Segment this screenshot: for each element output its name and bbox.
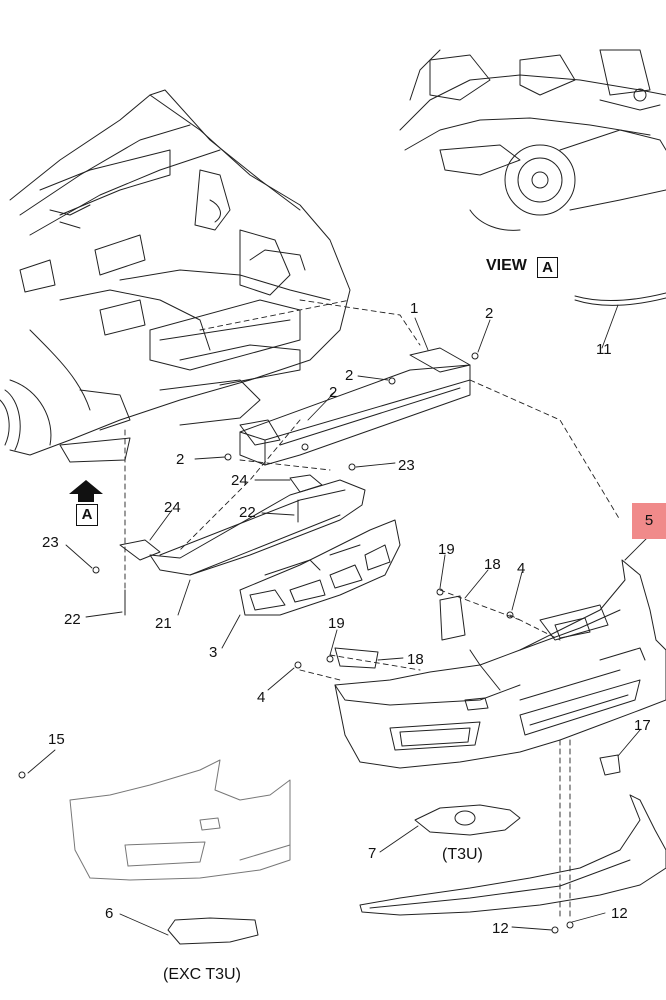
- view-a-inset: [399, 49, 666, 231]
- caption-t3u: (T3U): [442, 846, 483, 863]
- exc-t3u-fascia: [69, 759, 291, 881]
- callout-6: 6: [105, 905, 113, 922]
- view-label: VIEW: [486, 257, 527, 274]
- callout-5-highlight: [632, 503, 666, 539]
- callout-17: 17: [634, 717, 651, 734]
- callout-22: 22: [64, 611, 81, 628]
- view-letter-box: A: [537, 257, 558, 278]
- fasteners: [18, 352, 574, 934]
- callout-22: 22: [239, 504, 256, 521]
- callout-4: 4: [257, 689, 265, 706]
- part-17-clip: [599, 754, 621, 776]
- callout-4: 4: [517, 560, 525, 577]
- part-21-bracket: [119, 474, 366, 576]
- part-5-front-fascia: [334, 559, 666, 769]
- callout-7: 7: [368, 845, 376, 862]
- part-1-impact-bar: [239, 347, 471, 466]
- callout-12: 12: [492, 920, 509, 937]
- callout-15: 15: [48, 731, 65, 748]
- direction-arrow: [69, 480, 103, 502]
- callout-23: 23: [398, 457, 415, 474]
- callout-19: 19: [438, 541, 455, 558]
- part-11-molding: [574, 292, 666, 306]
- callout-21: 21: [155, 615, 172, 632]
- callout-5: 5: [644, 512, 654, 529]
- arrow-letter-box: A: [76, 504, 98, 526]
- callout-1: 1: [410, 300, 418, 317]
- assembly-guide-lines: [124, 299, 621, 921]
- callout-labels: 1 2 2 2 2 23 24 24 22 23 22 21 3 19 18 4…: [42, 300, 651, 937]
- part-18-plate-left: [334, 647, 379, 669]
- callout-2: 2: [345, 367, 353, 384]
- part-7-fog-bezel: [414, 804, 521, 836]
- callout-24: 24: [164, 499, 181, 516]
- part-6-fog-bezel: [167, 917, 259, 945]
- callout-2: 2: [485, 305, 493, 322]
- part-18-plate-right: [439, 595, 466, 641]
- callout-18: 18: [484, 556, 501, 573]
- callout-24: 24: [231, 472, 248, 489]
- caption-exc-t3u: (EXC T3U): [163, 966, 241, 983]
- part-12-deflector: [359, 794, 666, 916]
- callout-2: 2: [329, 384, 337, 401]
- callout-18: 18: [407, 651, 424, 668]
- leader-lines: [27, 304, 654, 936]
- callout-3: 3: [209, 644, 217, 661]
- callout-12: 12: [611, 905, 628, 922]
- callout-19: 19: [328, 615, 345, 632]
- callout-11: 11: [596, 341, 612, 358]
- vehicle-front-structure: [0, 89, 351, 463]
- callout-23: 23: [42, 534, 59, 551]
- part-3-grille-support: [239, 519, 401, 616]
- callout-2: 2: [176, 451, 184, 468]
